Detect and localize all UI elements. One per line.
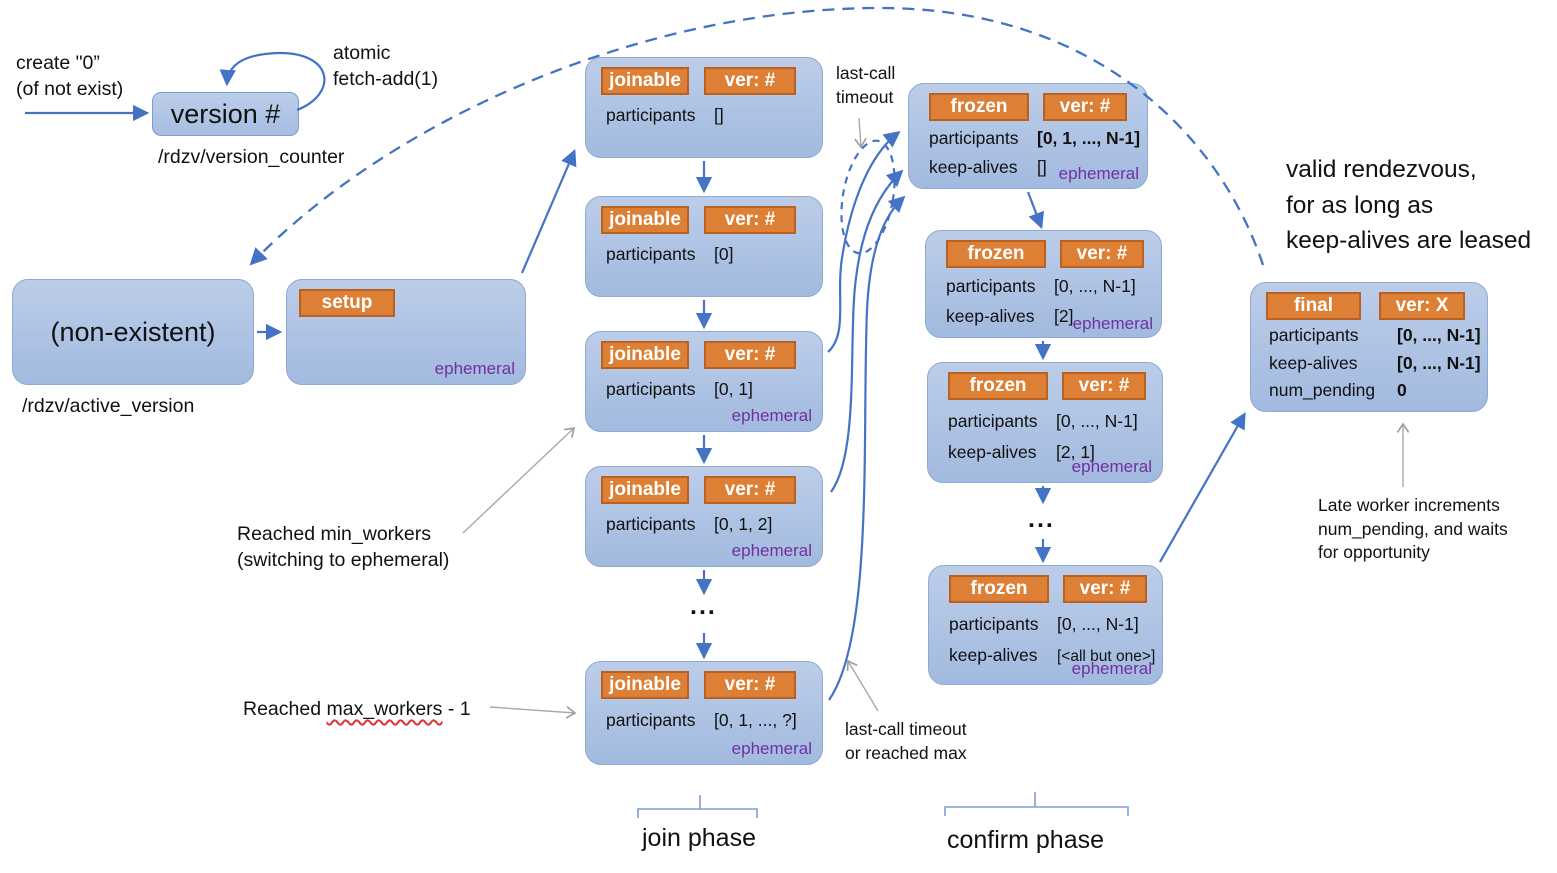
joinable-node-4: joinable ver: # participants[0, 1, 2] ep… xyxy=(585,466,823,567)
arrow-joinable4-to-frozen1 xyxy=(830,169,904,493)
last-call-or-max-note: last-call timeout or reached max xyxy=(845,719,967,763)
participants-row: participants[0, 1] xyxy=(606,379,753,399)
arrow-joinable3-to-frozen1 xyxy=(827,130,901,353)
join-phase-bracket xyxy=(637,795,758,818)
version-counter-node: version # xyxy=(152,92,299,136)
keep-alives-row: keep-alives[<all but one>] xyxy=(949,645,1156,665)
frozen-tag: frozen xyxy=(949,575,1049,603)
max-workers-note: Reached max_workers - 1 xyxy=(243,698,471,720)
final-tag: final xyxy=(1266,292,1361,320)
ephemeral-label: ephemeral xyxy=(1071,659,1152,678)
arrow-lastcall-label-to-ellipse xyxy=(854,117,867,149)
version-tag: ver: # xyxy=(704,206,796,234)
joinable-node-1: joinable ver: # participants[] xyxy=(585,57,823,158)
arrow-joinable5-to-frozen1 xyxy=(828,195,906,701)
joinable-tag: joinable xyxy=(601,671,689,699)
arrow-frozen4-to-final xyxy=(1159,412,1246,563)
confirm-phase-bracket xyxy=(944,792,1129,816)
arrow-frozen1-to-frozen2 xyxy=(1026,191,1044,230)
version-tag: ver: # xyxy=(1062,372,1146,400)
setup-node: setup ephemeral xyxy=(286,279,526,385)
create-note-line1: create "0” xyxy=(16,52,100,74)
join-column-ellipsis: ... xyxy=(690,592,717,620)
joinable-node-5: joinable ver: # participants[0, 1, ..., … xyxy=(585,661,823,765)
joinable-node-3: joinable ver: # participants[0, 1] ephem… xyxy=(585,331,823,432)
arrow-setup-to-joinable1 xyxy=(520,148,577,274)
participants-row: participants[0, ..., N-1] xyxy=(1269,325,1481,345)
joinable-tag: joinable xyxy=(601,341,689,369)
join-phase-label: join phase xyxy=(642,824,756,852)
keep-alives-row: keep-alives[2, 1] xyxy=(948,442,1095,462)
joinable-tag: joinable xyxy=(601,476,689,504)
keep-alives-row: keep-alives[] xyxy=(929,157,1047,177)
keep-alives-row: keep-alives[2] xyxy=(946,306,1074,326)
version-counter-label: version # xyxy=(170,98,281,129)
joinable-tag: joinable xyxy=(601,206,689,234)
participants-row: participants[0] xyxy=(606,244,734,264)
min-workers-note: Reached min_workers (switching to epheme… xyxy=(237,523,450,572)
version-tag: ver: # xyxy=(1043,93,1127,121)
ephemeral-label: ephemeral xyxy=(731,541,812,560)
frozen-tag: frozen xyxy=(948,372,1048,400)
confirm-column-ellipsis: ... xyxy=(1028,505,1055,533)
last-call-highlight-ellipse xyxy=(840,139,896,255)
version-tag: ver: # xyxy=(704,341,796,369)
participants-row: participants[0, 1, ..., ?] xyxy=(606,710,797,730)
arrow-maxworkers-to-joinable5 xyxy=(489,706,577,719)
ephemeral-label: ephemeral xyxy=(731,406,812,425)
nonexistent-node: (non-existent) xyxy=(12,279,254,385)
ephemeral-label: ephemeral xyxy=(731,739,812,758)
frozen-node-4: frozen ver: # participants[0, ..., N-1] … xyxy=(928,565,1163,685)
participants-row: participants[0, ..., N-1] xyxy=(948,411,1138,431)
participants-row: participants[0, ..., N-1] xyxy=(946,276,1136,296)
ephemeral-label: ephemeral xyxy=(1071,457,1152,476)
create-note-line2: (of not exist) xyxy=(16,78,124,101)
frozen-node-1: frozen ver: # participants[0, 1, ..., N-… xyxy=(908,83,1148,189)
participants-row: participants[0, 1, ..., N-1] xyxy=(929,128,1141,148)
version-tag: ver: # xyxy=(704,671,796,699)
atomic-note-line1: atomic xyxy=(333,42,391,64)
version-tag: ver: X xyxy=(1379,292,1465,320)
ephemeral-label: ephemeral xyxy=(1072,314,1153,333)
final-node: final ver: X participants[0, ..., N-1] k… xyxy=(1250,282,1488,412)
active-version-path: /rdzv/active_version xyxy=(22,395,195,417)
ephemeral-label: ephemeral xyxy=(434,359,515,378)
late-worker-note: Late worker increments num_pending, and … xyxy=(1318,495,1508,563)
joinable-tag: joinable xyxy=(601,67,689,95)
version-tag: ver: # xyxy=(1063,575,1147,603)
frozen-node-2: frozen ver: # participants[0, ..., N-1] … xyxy=(925,230,1162,338)
joinable-node-2: joinable ver: # participants[0] xyxy=(585,196,823,297)
version-tag: ver: # xyxy=(704,67,796,95)
setup-tag: setup xyxy=(299,289,395,317)
atomic-note-line2: fetch-add(1) xyxy=(333,68,439,91)
nonexistent-label: (non-existent) xyxy=(50,316,216,347)
frozen-tag: frozen xyxy=(929,93,1029,121)
version-tag: ver: # xyxy=(704,476,796,504)
ephemeral-label: ephemeral xyxy=(1058,164,1139,183)
keep-alives-row: keep-alives[0, ..., N-1] xyxy=(1269,353,1481,373)
arrow-lastcallor-to-curve xyxy=(846,659,879,712)
participants-row: participants[] xyxy=(606,105,724,125)
participants-row: participants[0, 1, 2] xyxy=(606,514,773,534)
version-tag: ver: # xyxy=(1060,240,1144,268)
frozen-tag: frozen xyxy=(946,240,1046,268)
confirm-phase-label: confirm phase xyxy=(947,826,1105,854)
last-call-timeout-note: last-call timeout xyxy=(836,63,896,107)
create-note: create "0” (of not exist) xyxy=(16,50,123,103)
valid-rendezvous-note: valid rendezvous, for as long as keep-al… xyxy=(1286,156,1532,255)
atomic-note: atomic fetch-add(1) xyxy=(333,40,438,93)
frozen-node-3: frozen ver: # participants[0, ..., N-1] … xyxy=(927,362,1163,483)
participants-row: participants[0, ..., N-1] xyxy=(949,614,1139,634)
arrow-minworkers-to-joinable3 xyxy=(462,426,576,534)
version-counter-path: /rdzv/version_counter xyxy=(158,146,345,168)
